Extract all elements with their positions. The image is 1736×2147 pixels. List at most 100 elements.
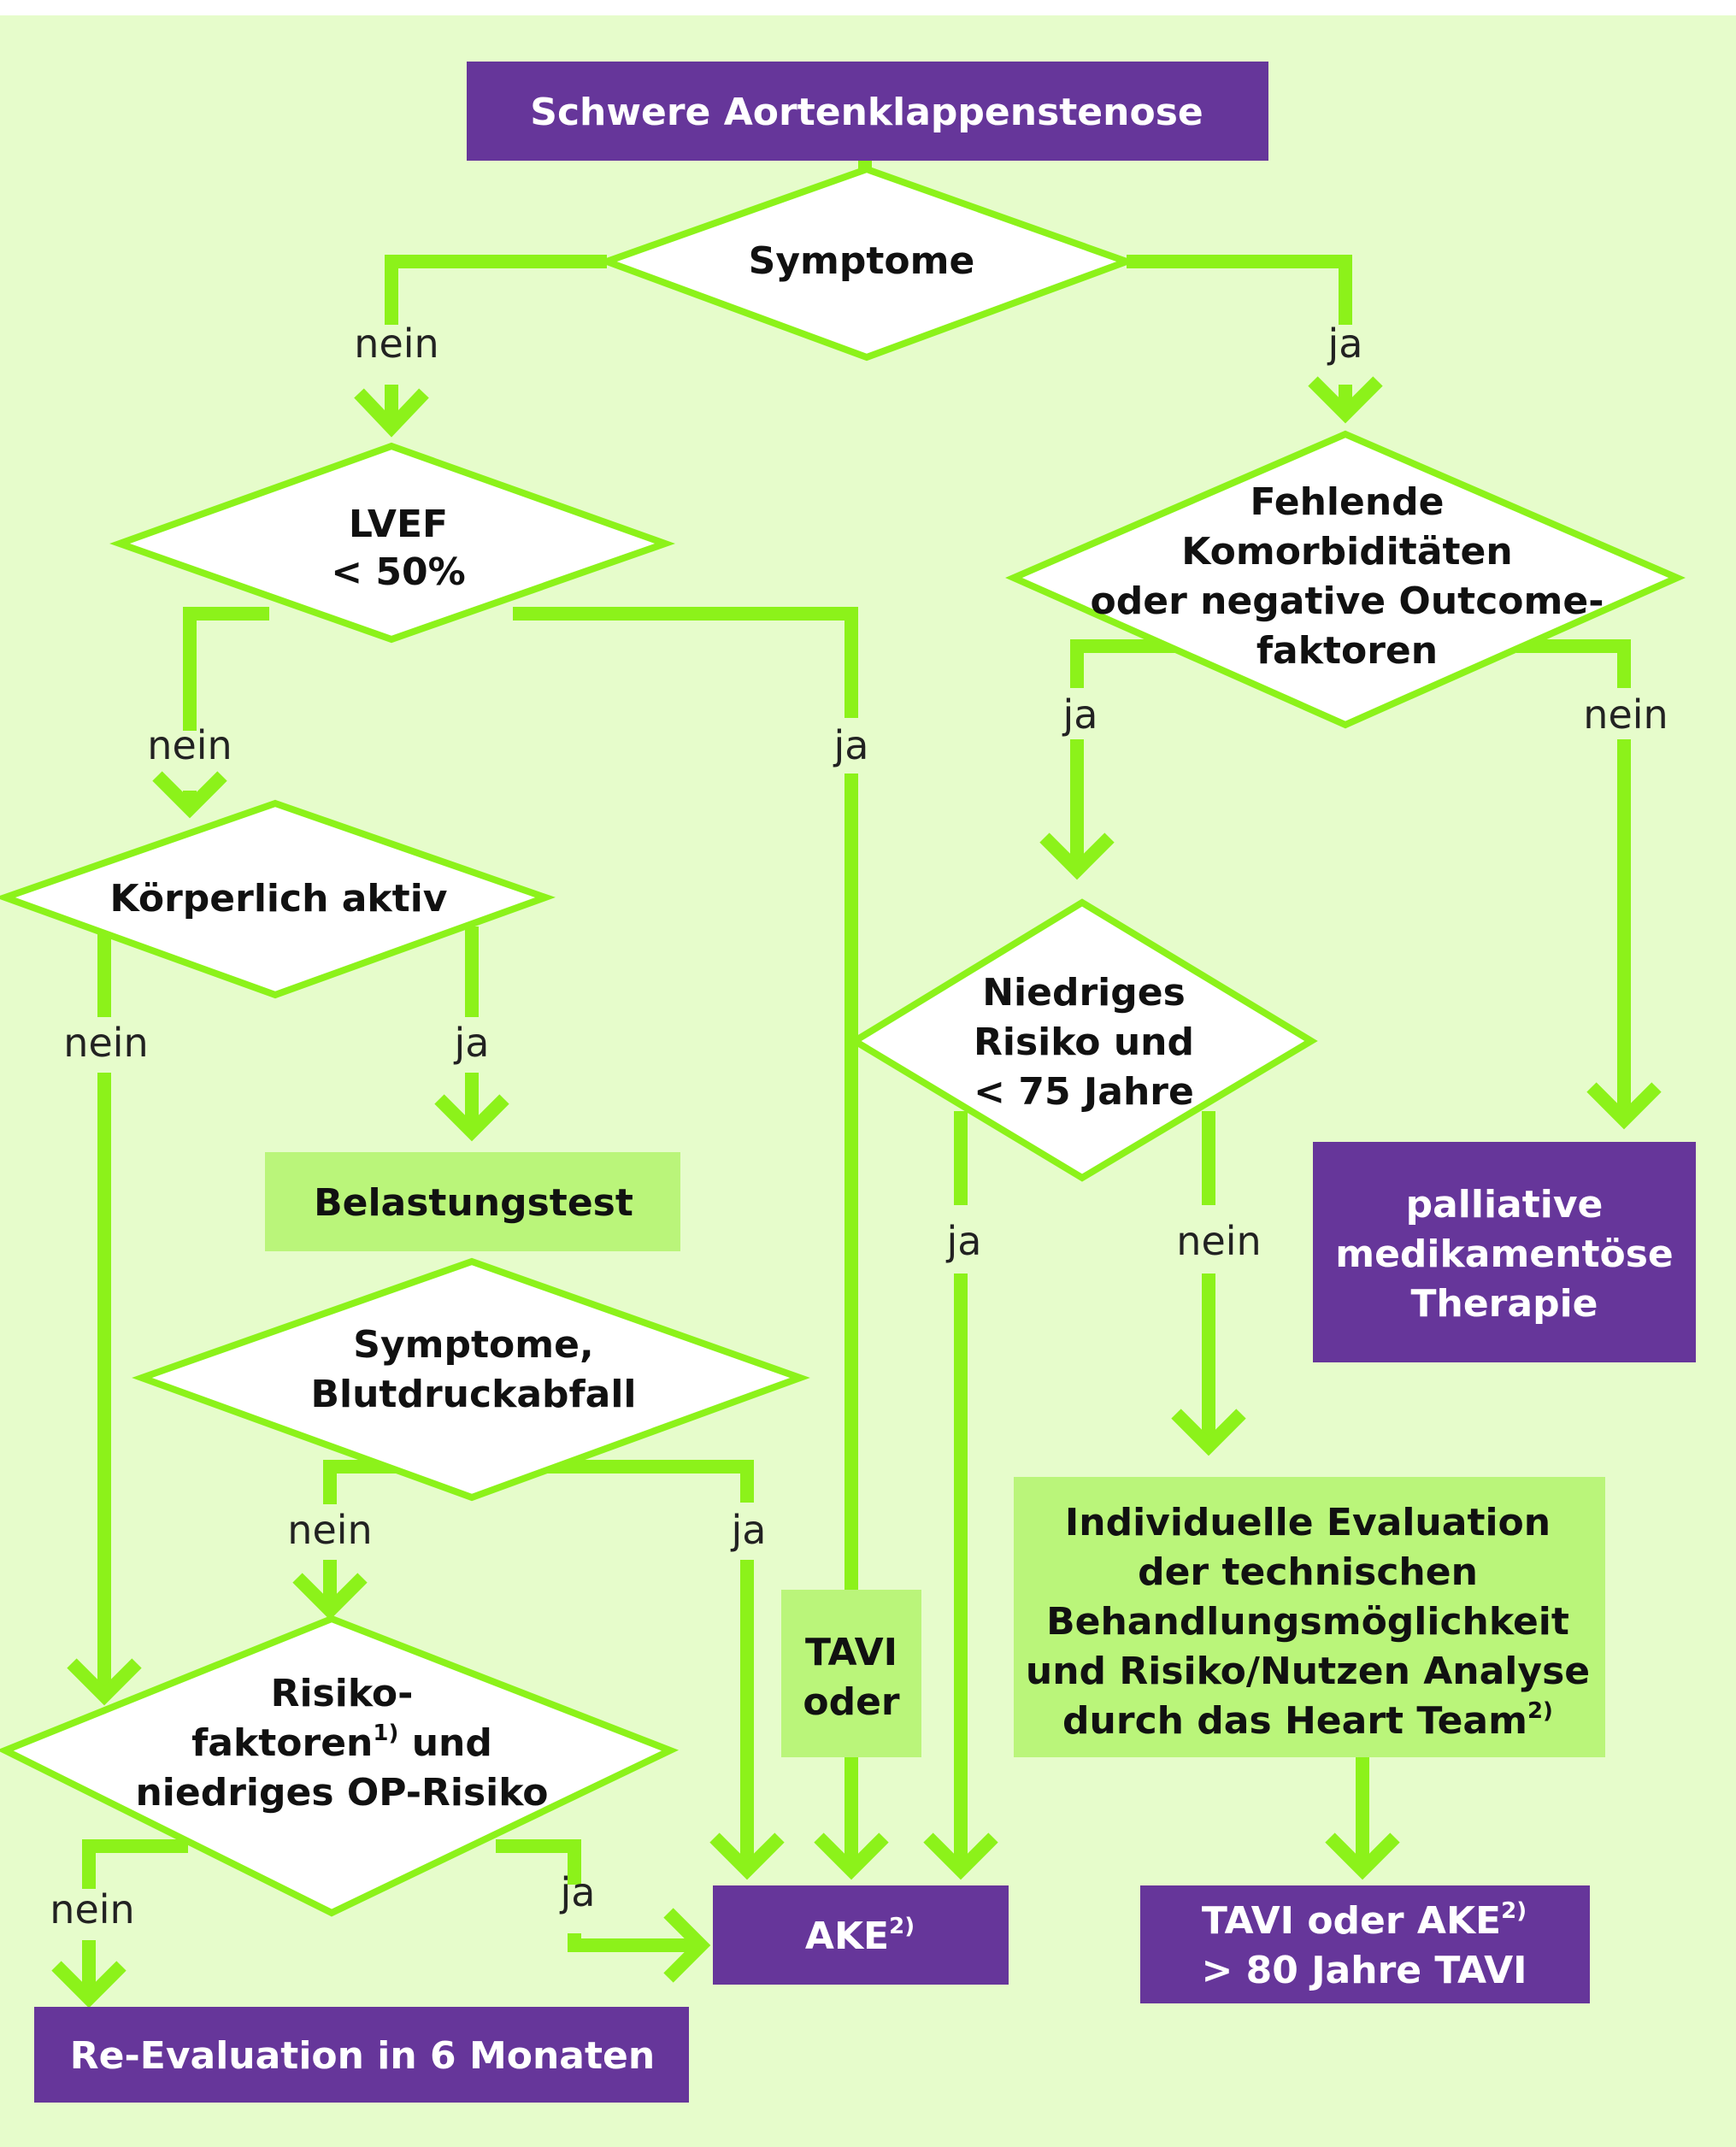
- belastungstest-label: Belastungstest: [314, 1181, 633, 1225]
- niedriges-diamond: [848, 898, 1318, 1182]
- lvef-diamond: [109, 442, 676, 644]
- start-box: [467, 62, 1268, 161]
- evaluation-label-line3: Behandlungsmöglichkeit: [1046, 1600, 1569, 1644]
- edge-fehlende-palliativ: [1516, 639, 1631, 688]
- fehlende-diamond: [1005, 430, 1686, 729]
- label-fehlende-ja: ja: [1062, 691, 1098, 738]
- symptome-label: Symptome: [749, 239, 975, 283]
- symptome-diamond: [597, 165, 1137, 362]
- arrowhead-icon: [663, 1908, 711, 1983]
- evaluation-label-line5-text: durch das Heart Team: [1062, 1699, 1527, 1743]
- edge-risiko-reevaluation: [82, 1839, 188, 1889]
- decision-diamonds: [0, 165, 1686, 1917]
- risiko-label-line2b: und: [398, 1721, 491, 1765]
- label-symptome-ja: ja: [1327, 321, 1363, 367]
- tavi-ake-label-line1-text: TAVI oder AKE: [1202, 1899, 1501, 1943]
- label-fehlende-nein: nein: [1583, 691, 1668, 738]
- lvef-label-line1: LVEF: [349, 503, 448, 546]
- edge-lvef-koerperlich: [183, 607, 269, 731]
- label-lvef-nein: nein: [147, 722, 232, 768]
- palliativ-label-line3: Therapie: [1411, 1282, 1598, 1326]
- label-niedriges-nein: nein: [1176, 1218, 1261, 1264]
- risiko-label-line1: Risiko-: [271, 1672, 414, 1715]
- edge-symptome-fehlende: [1127, 255, 1352, 325]
- arrowhead-icon: [292, 1573, 368, 1621]
- arrowhead-icon: [923, 1832, 998, 1880]
- edge-lvef-tavi: [513, 607, 858, 718]
- arrowhead-icon: [354, 388, 429, 438]
- edge-symptome-lvef: [385, 255, 607, 325]
- arrowhead-icon: [1586, 1082, 1662, 1130]
- palliativ-label-line2: medikamentöse: [1335, 1232, 1674, 1276]
- evaluation-label-line5: durch das Heart Team2): [1062, 1698, 1553, 1743]
- start-label: Schwere Aortenklappenstenose: [530, 91, 1203, 134]
- niedriges-label-line2: Risiko und: [974, 1021, 1194, 1064]
- risiko-diamond: [0, 1615, 680, 1917]
- risiko-footnote-sup: 1): [373, 1721, 398, 1746]
- label-lvef-ja: ja: [833, 722, 869, 768]
- tavi-oder-box: [781, 1590, 921, 1757]
- label-symptome-nein: nein: [354, 321, 438, 367]
- evaluation-footnote-sup: 2): [1527, 1698, 1553, 1724]
- fehlende-label-line3: oder negative Outcome-: [1091, 579, 1604, 623]
- arrowhead-icon: [814, 1832, 889, 1880]
- risiko-label-line3: niedriges OP-Risiko: [135, 1771, 548, 1815]
- evaluation-label-line2: der technischen: [1138, 1550, 1478, 1594]
- tavi-oder-label-line1: TAVI: [805, 1631, 897, 1674]
- arrowhead-icon: [709, 1832, 785, 1880]
- fehlende-label-line4: faktoren: [1256, 629, 1438, 673]
- reevaluation-label: Re-Evaluation in 6 Monaten: [70, 2034, 655, 2078]
- edge-fehlende-niedriges: [1070, 639, 1186, 688]
- label-niedriges-ja: ja: [946, 1218, 982, 1264]
- edge-risiko-ake: [496, 1839, 581, 1885]
- risiko-label-line2: faktoren1) und: [191, 1721, 492, 1765]
- terminal-boxes: [34, 62, 1696, 2103]
- tavi-ake-label-line2: > 80 Jahre TAVI: [1201, 1949, 1527, 1992]
- arrowhead-icon: [1308, 376, 1383, 424]
- koerperlich-diamond: [0, 799, 556, 999]
- label-blutdruck-ja: ja: [731, 1507, 767, 1553]
- label-koerperlich-ja: ja: [454, 1020, 490, 1066]
- tavi-ake-box: [1140, 1885, 1590, 2003]
- niedriges-label-line1: Niedriges: [982, 971, 1186, 1015]
- ake-footnote-sup: 2): [889, 1914, 915, 1939]
- label-risiko-ja: ja: [560, 1869, 596, 1915]
- arrowheads: [51, 376, 1662, 2009]
- edge-blutdruck-ake: [547, 1460, 754, 1503]
- arrowhead-icon: [1171, 1409, 1246, 1456]
- blutdruck-label-line1: Symptome,: [353, 1323, 593, 1367]
- connector-lines: [82, 161, 1631, 1998]
- niedriges-label-line3: < 75 Jahre: [974, 1070, 1194, 1114]
- tavi-ake-footnote-sup: 2): [1501, 1898, 1527, 1924]
- palliativ-label-line1: palliative: [1406, 1183, 1604, 1226]
- tavi-ake-label-line1: TAVI oder AKE2): [1202, 1898, 1527, 1943]
- evaluation-label-line1: Individuelle Evaluation: [1065, 1501, 1551, 1544]
- palliativ-box: [1313, 1142, 1696, 1362]
- edge-risiko-ake-2: [568, 1933, 701, 1952]
- node-texts: Schwere Aortenklappenstenose Symptome LV…: [70, 91, 1674, 2078]
- ake-box: [713, 1885, 1009, 1985]
- arrowhead-icon: [434, 1094, 509, 1142]
- evaluation-label-line4: und Risiko/Nutzen Analyse: [1026, 1650, 1590, 1693]
- label-risiko-nein: nein: [50, 1886, 134, 1932]
- blutdruck-diamond: [132, 1257, 810, 1502]
- arrowhead-icon: [67, 1658, 142, 1706]
- fehlende-label-line1: Fehlende: [1250, 480, 1444, 524]
- arrowhead-icon: [1325, 1832, 1400, 1880]
- arrowhead-icon: [1039, 832, 1115, 880]
- evaluation-box: [1014, 1477, 1605, 1757]
- reevaluation-box: [34, 2007, 689, 2103]
- tavi-oder-label-line2: oder: [803, 1680, 900, 1724]
- belastungstest-box: [265, 1152, 680, 1251]
- edge-labels: nein ja nein ja ja nein nein ja ja nein …: [50, 321, 1668, 1932]
- fehlende-label-line2: Komorbiditäten: [1181, 530, 1512, 574]
- lvef-label-line2: < 50%: [331, 550, 466, 594]
- blutdruck-label-line2: Blutdruckabfall: [310, 1373, 636, 1416]
- process-boxes: [265, 1152, 1605, 1757]
- arrowhead-icon: [152, 771, 227, 819]
- koerperlich-label: Körperlich aktiv: [110, 877, 448, 921]
- risiko-label-line2a: faktoren: [191, 1721, 373, 1765]
- label-koerperlich-nein: nein: [63, 1020, 148, 1066]
- ake-label-text: AKE: [805, 1915, 889, 1958]
